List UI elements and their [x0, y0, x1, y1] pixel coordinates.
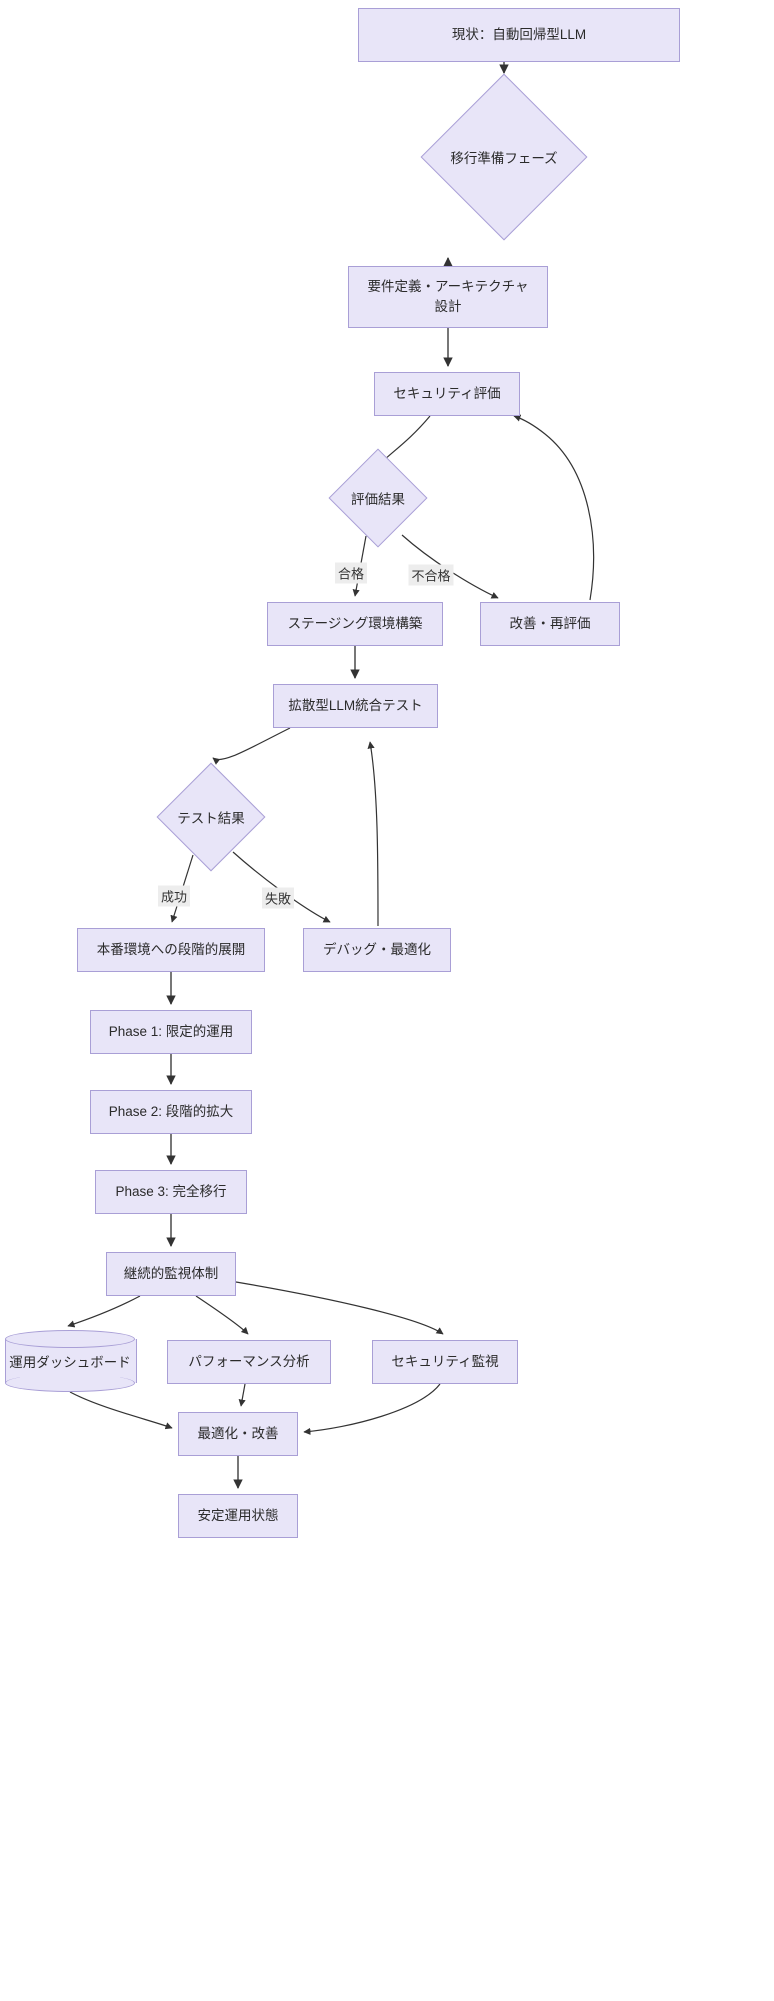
edge-n17-n19	[238, 1383, 246, 1407]
node-label: デバッグ・最適化	[323, 942, 431, 958]
node-label: 現状：自動回帰型LLM	[451, 27, 587, 43]
edge-n18-n19	[303, 1383, 441, 1436]
node-phase-1[interactable]: Phase 1: 限定的運用	[90, 1010, 252, 1054]
node-label: パフォーマンス分析	[188, 1354, 310, 1370]
node-label: 評価結果	[351, 492, 405, 507]
node-ops-dashboard[interactable]: 運用ダッシュボード	[5, 1330, 137, 1392]
node-current-state[interactable]: 現状：自動回帰型LLM	[358, 8, 680, 62]
node-production-staged-rollout[interactable]: 本番環境への段階的展開	[77, 928, 265, 972]
node-migration-prep-phase[interactable]: 移行準備フェーズ	[420, 73, 588, 241]
edge-label-fail: 不合格	[408, 564, 454, 586]
node-label: 本番環境への段階的展開	[96, 942, 246, 958]
node-optimization-improvement[interactable]: 最適化・改善	[178, 1412, 298, 1456]
node-phase-2[interactable]: Phase 2: 段階的拡大	[90, 1090, 252, 1134]
cylinder-bottom	[5, 1374, 135, 1392]
node-label: 安定運用状態	[197, 1508, 279, 1524]
edge-label-pass: 合格	[334, 562, 368, 584]
node-label: 移行準備フェーズ	[450, 151, 558, 166]
edge-n16-n19	[69, 1391, 173, 1430]
node-debug-optimize[interactable]: デバッグ・最適化	[303, 928, 451, 972]
node-diffusion-llm-integration-test[interactable]: 拡散型LLM統合テスト	[273, 684, 438, 728]
node-label: ステージング環境構築	[287, 616, 423, 632]
node-performance-analysis[interactable]: パフォーマンス分析	[167, 1340, 331, 1384]
node-label: 要件定義・アーキテクチャ設計	[367, 279, 529, 314]
node-label: Phase 1: 限定的運用	[108, 1024, 234, 1040]
node-label: Phase 3: 完全移行	[115, 1184, 227, 1200]
node-label: 運用ダッシュボード	[9, 1355, 131, 1370]
cylinder-top	[5, 1330, 135, 1348]
node-label: Phase 2: 段階的拡大	[108, 1104, 234, 1120]
edge-n8-n9	[212, 727, 291, 765]
edge-n7-n4	[513, 414, 595, 601]
node-staging-environment[interactable]: ステージング環境構築	[267, 602, 443, 646]
edge-n15-n16	[67, 1295, 141, 1328]
node-continuous-monitoring[interactable]: 継続的監視体制	[106, 1252, 236, 1296]
node-label: 継続的監視体制	[123, 1266, 219, 1282]
node-test-result[interactable]: テスト結果	[156, 762, 266, 872]
node-improve-reassess[interactable]: 改善・再評価	[480, 602, 620, 646]
node-label: セキュリティ監視	[391, 1354, 499, 1370]
node-requirements-architecture[interactable]: 要件定義・アーキテクチャ設計	[348, 266, 548, 328]
edge-n11-n8	[367, 741, 379, 927]
edge-label-failure: 失敗	[261, 887, 295, 909]
edge-n15-n18	[235, 1281, 444, 1335]
node-security-monitoring[interactable]: セキュリティ監視	[372, 1340, 518, 1384]
node-security-assessment[interactable]: セキュリティ評価	[374, 372, 520, 416]
node-label: 拡散型LLM統合テスト	[288, 698, 423, 714]
node-label: 最適化・改善	[197, 1426, 279, 1442]
node-label: 改善・再評価	[509, 616, 591, 632]
edge-n15-n17	[195, 1295, 249, 1335]
node-phase-3[interactable]: Phase 3: 完全移行	[95, 1170, 247, 1214]
node-assessment-result[interactable]: 評価結果	[328, 448, 428, 548]
edge-label-success: 成功	[157, 885, 191, 907]
node-stable-operation[interactable]: 安定運用状態	[178, 1494, 298, 1538]
node-label: テスト結果	[177, 811, 245, 826]
node-label: セキュリティ評価	[393, 386, 501, 402]
